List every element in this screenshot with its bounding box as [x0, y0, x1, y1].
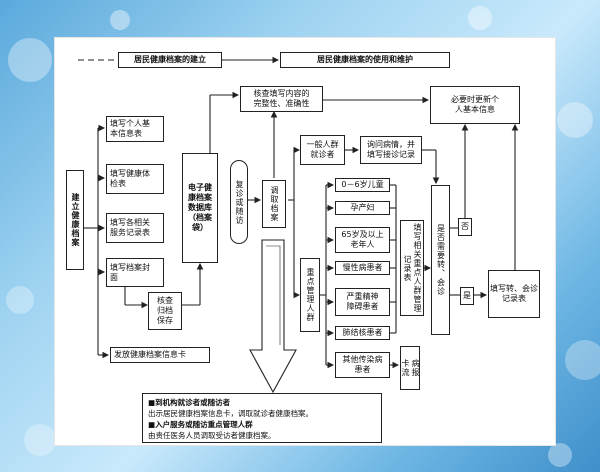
group-maternal: 孕产妇: [335, 201, 390, 215]
note-line2-head: ■入户服务或随访重点管理人群: [148, 420, 253, 429]
group-tb: 肺结核患者: [335, 326, 390, 340]
group-chronic: 慢性病患者: [335, 261, 390, 275]
general-group-box: 一般人群 就诊者: [300, 135, 345, 165]
service-record-box: 填写各相关 服务记录表: [106, 213, 164, 243]
check-store-box: 核查 归档 保存: [148, 292, 182, 330]
no-label: 否: [458, 218, 472, 236]
related-records-box: 填写相关重点人群管理记录表: [400, 220, 424, 316]
health-exam-box: 填写健康体 检表: [106, 164, 164, 194]
cover-box: 填写档案封 面: [106, 258, 164, 287]
down-arrow-shape: [249, 239, 297, 394]
personal-info-box: 填写个人基 本信息表: [106, 116, 164, 142]
note-line1-body: 出示居民健康档案信息卡，调取就诊者健康档案。: [148, 409, 313, 418]
group-mental: 严重精神 障碍患者: [335, 288, 390, 316]
group-elderly: 65岁及以上 老年人: [335, 227, 390, 253]
need-referral-box: 是否需要转、会诊: [431, 185, 450, 335]
group-other-infectious: 其他传染病 患者: [335, 352, 390, 378]
note-line1-head: ■到机构就诊者或随访者: [148, 398, 231, 407]
verify-box: 核查填写内容的 完整性、准确性: [240, 86, 323, 112]
header-use-label: 居民健康档案的使用和维护: [280, 52, 450, 68]
update-info-box: 必要时更新个 人基本信息: [430, 86, 520, 124]
infectious-card-box: 传染 病报 卡流 程: [400, 346, 420, 390]
retrieve-box: 调取档案: [262, 180, 286, 228]
establish-box: 建立健康档案: [66, 170, 84, 270]
inquiry-box: 询问病情，并 填写接诊记录: [360, 136, 422, 164]
revisit-box: 复诊或随访: [230, 160, 248, 244]
referral-record-box: 填写转、会诊记录表: [488, 270, 540, 318]
group-child: 0－6岁儿童: [335, 178, 390, 192]
e-database-box: 电子健 康档案 数据库 （档案 袋）: [182, 153, 218, 263]
key-groups-box: 重点管理人群: [300, 258, 320, 332]
note-line2-body: 由责任医务人员调取受访者健康档案。: [148, 431, 276, 440]
yes-label: 是: [460, 287, 474, 305]
issue-card-box: 发放健康档案信息卡: [110, 347, 210, 363]
header-build-label: 居民健康档案的建立: [118, 52, 222, 68]
note-box: ■到机构就诊者或随访者 出示居民健康档案信息卡，调取就诊者健康档案。 ■入户服务…: [142, 393, 382, 443]
